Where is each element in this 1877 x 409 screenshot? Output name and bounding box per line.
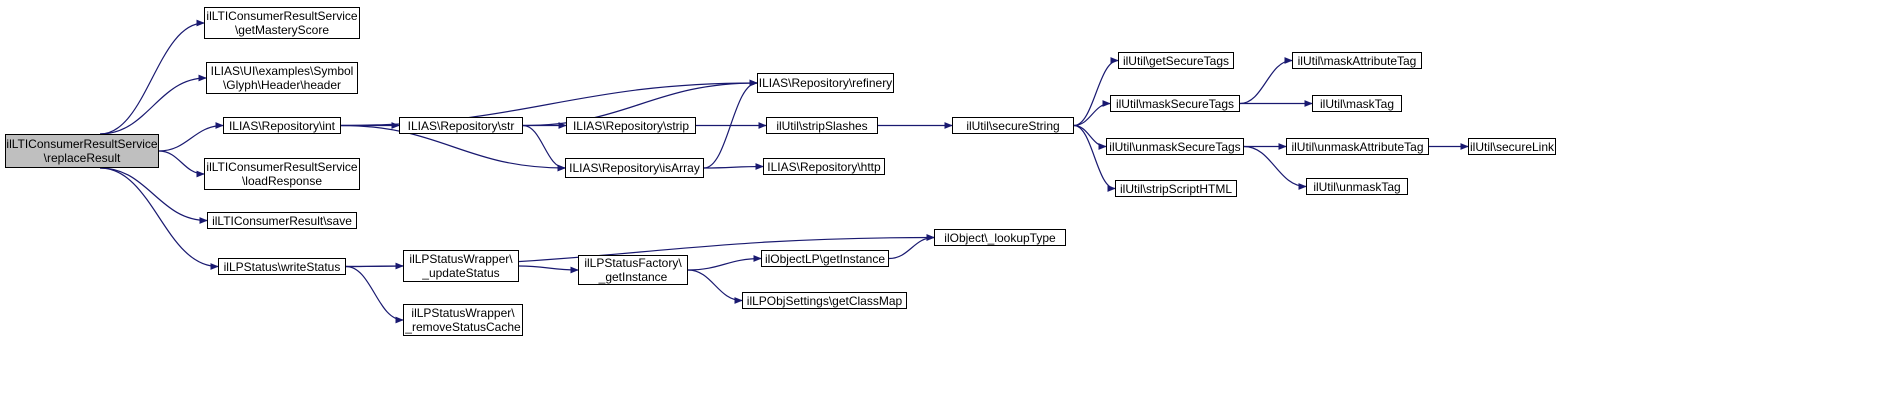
node-secure-string[interactable]: ilUtil\secureString	[952, 117, 1074, 134]
edge-getInstanceFactory-to-objectLPGetInstance	[687, 255, 762, 271]
edge-unmaskSecureTags-to-unmaskTag	[1243, 145, 1307, 190]
node-strip[interactable]: ILIAS\Repository\strip	[566, 117, 696, 134]
edge-int-to-isArray	[340, 124, 566, 172]
edge-root-to-int	[158, 122, 224, 152]
edge-root-to-writeStatus	[99, 167, 219, 270]
edge-root-to-header	[99, 74, 207, 135]
node-get-instance-factory[interactable]: ilLPStatusFactory\ _getInstance	[578, 255, 688, 285]
node-unmask-tag[interactable]: ilUtil\unmaskTag	[1306, 178, 1408, 195]
node-is-array[interactable]: ILIAS\Repository\isArray	[565, 158, 704, 178]
edge-root-to-save	[99, 167, 208, 224]
node-get-class-map[interactable]: ilLPObjSettings\getClassMap	[742, 292, 907, 309]
node-refinery[interactable]: ILIAS\Repository\refinery	[757, 73, 894, 93]
node-update-status[interactable]: ilLPStatusWrapper\ _updateStatus	[403, 250, 519, 282]
edge-isArray-to-refinery	[703, 79, 758, 169]
node-remove-status-cache[interactable]: ilLPStatusWrapper\ _removeStatusCache	[403, 304, 523, 336]
edge-secureString-to-unmaskSecureTags	[1073, 124, 1107, 150]
edge-maskSecureTags-to-maskAttributeTag	[1239, 57, 1293, 105]
node-mask-secure-tags[interactable]: ilUtil\maskSecureTags	[1110, 95, 1240, 112]
node-object-lpget-instance[interactable]: ilObjectLP\getInstance	[761, 250, 889, 267]
edge-secureString-to-stripScriptHTML	[1073, 124, 1116, 192]
node-load-response[interactable]: ilLTIConsumerResultService \loadResponse	[204, 158, 360, 190]
node-mask-tag[interactable]: ilUtil\maskTag	[1312, 95, 1402, 112]
edge-secureString-to-maskSecureTags	[1073, 100, 1111, 127]
node-header[interactable]: ILIAS\UI\examples\Symbol \Glyph\Header\h…	[206, 62, 358, 94]
node-write-status[interactable]: ilLPStatus\writeStatus	[218, 258, 346, 275]
edge-secureString-to-getSecureTags	[1073, 57, 1119, 127]
node-lookup-type[interactable]: ilObject\_lookupType	[934, 229, 1066, 246]
edge-str-to-isArray	[522, 124, 566, 172]
edge-root-to-loadResponse	[158, 150, 205, 178]
node-http[interactable]: ILIAS\Repository\http	[763, 158, 885, 175]
node-root: ilLTIConsumerResultService \replaceResul…	[5, 134, 159, 168]
node-unmask-secure-tags[interactable]: ilUtil\unmaskSecureTags	[1106, 138, 1244, 155]
edge-root-to-getMasteryScore	[99, 19, 205, 135]
node-str[interactable]: ILIAS\Repository\str	[399, 117, 523, 134]
edge-writeStatus-to-updateStatus	[345, 262, 404, 270]
edge-isArray-to-http	[703, 163, 764, 170]
node-get-secure-tags[interactable]: ilUtil\getSecureTags	[1118, 52, 1234, 69]
node-save[interactable]: ilLTIConsumerResult\save	[207, 212, 357, 229]
node-secure-link[interactable]: ilUtil\secureLink	[1468, 138, 1556, 155]
node-unmask-attribute-tag[interactable]: ilUtil\unmaskAttributeTag	[1286, 138, 1429, 155]
edge-getInstanceFactory-to-getClassMap	[687, 269, 743, 304]
node-strip-script-html[interactable]: ilUtil\stripScriptHTML	[1115, 180, 1237, 197]
node-int[interactable]: ILIAS\Repository\int	[223, 117, 341, 134]
node-strip-slashes[interactable]: ilUtil\stripSlashes	[766, 117, 878, 134]
edge-writeStatus-to-removeStatusCache	[345, 265, 404, 324]
edge-objectLPGetInstance-to-lookupType	[888, 234, 935, 260]
edge-updateStatus-to-getInstanceFactory	[518, 265, 579, 274]
node-mask-attribute-tag[interactable]: ilUtil\maskAttributeTag	[1292, 52, 1422, 69]
node-get-mastery-score[interactable]: ilLTIConsumerResultService \getMasterySc…	[204, 7, 360, 39]
